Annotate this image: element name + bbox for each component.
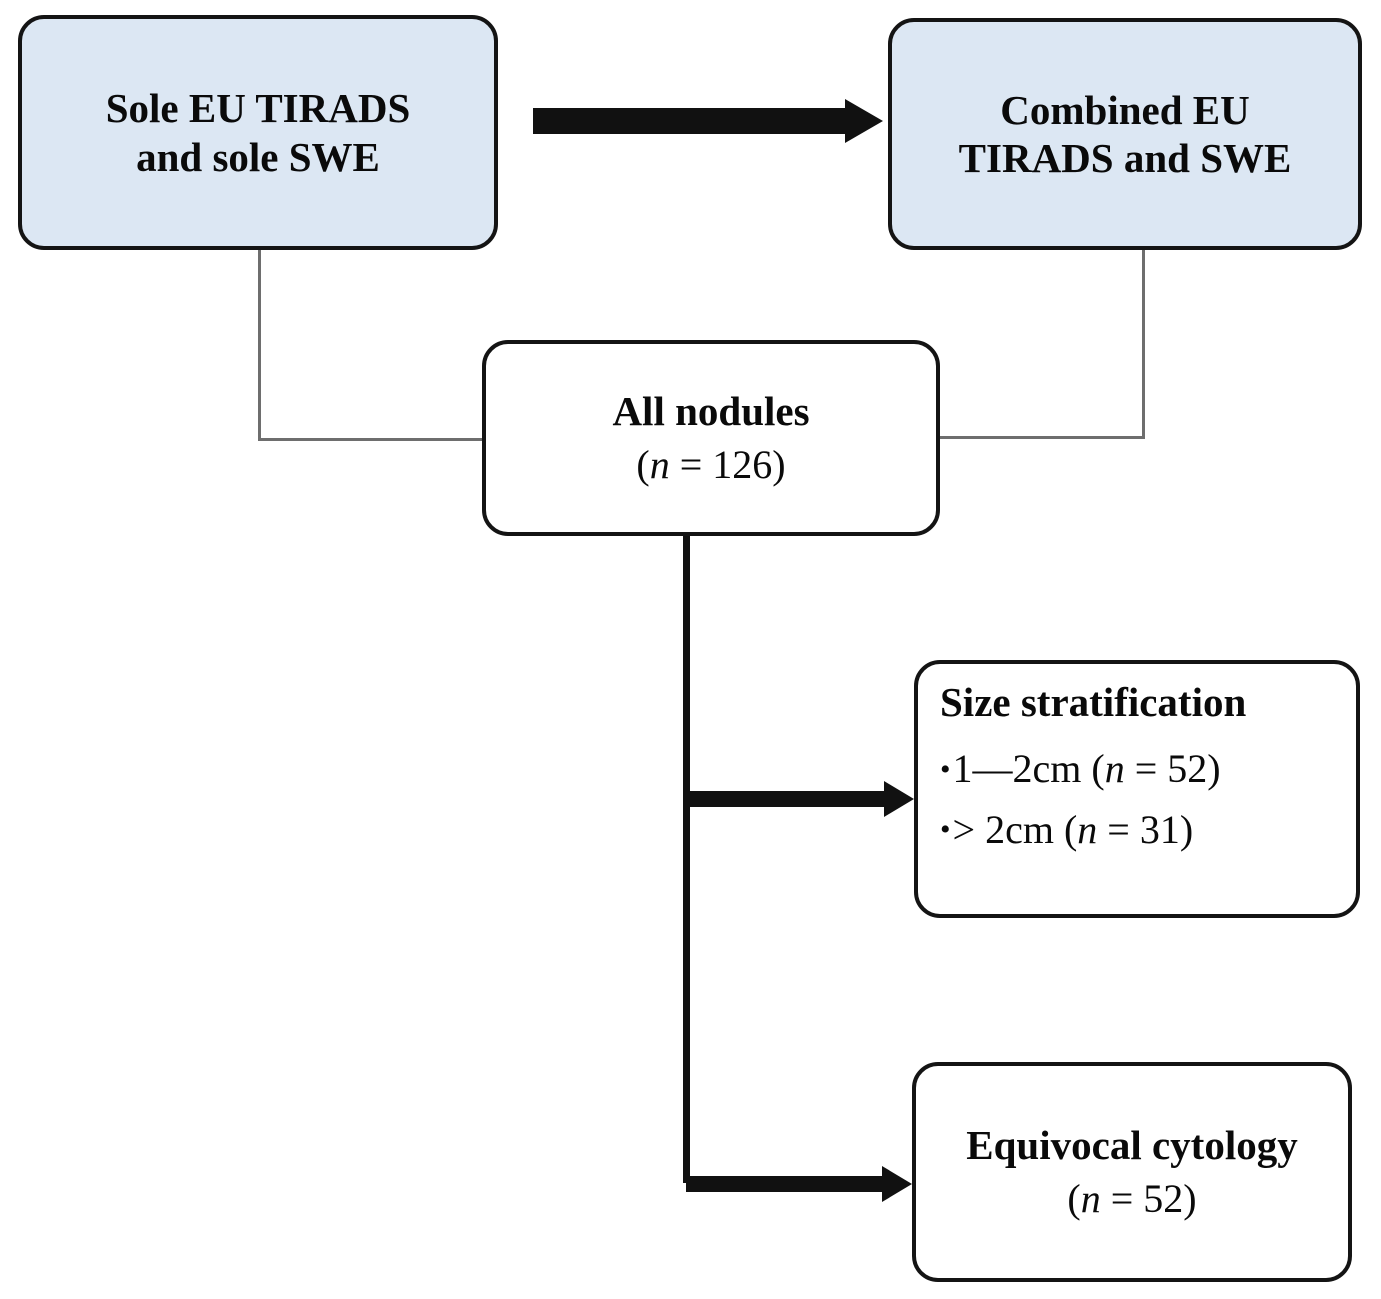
arrow-head-icon [882, 1166, 912, 1202]
node-equivocal-cytology-count: (n = 52) [1067, 1175, 1196, 1223]
node-size-stratification[interactable]: Size stratification •1—2cm (n = 52) •> 2… [914, 660, 1360, 918]
node-sole-label-line2: and sole SWE [136, 133, 380, 180]
count-close-paren: ) [772, 442, 786, 488]
arrow-shaft [533, 108, 850, 134]
node-all-nodules[interactable]: All nodules (n = 126) [482, 340, 940, 536]
count-equals: = [1097, 806, 1140, 852]
count-open-paren: ( [636, 442, 650, 488]
count-variable: n [1104, 746, 1125, 792]
count-open-paren: ( [1091, 746, 1105, 792]
node-sole-eu-tirads-and-sole-swe[interactable]: Sole EU TIRADS and sole SWE [18, 15, 498, 250]
count-close-paren: ) [1183, 1176, 1197, 1222]
count-value: 126 [712, 442, 773, 488]
arrow-head-icon [884, 781, 914, 817]
count-equals: = [1100, 1176, 1144, 1222]
count-open-paren: ( [1067, 1176, 1081, 1222]
node-combined-eu-tirads-and-swe[interactable]: Combined EU TIRADS and SWE [888, 18, 1362, 250]
connector-combined-vertical [1142, 248, 1145, 439]
list-item: •1—2cm (n = 52) [940, 739, 1221, 800]
node-combined-label-line2: TIRADS and SWE [958, 135, 1292, 181]
node-equivocal-cytology-label: Equivocal cytology [966, 1121, 1298, 1168]
count-close-paren: ) [1179, 806, 1194, 852]
connector-all-nodules-trunk [683, 533, 690, 1183]
count-equals: = [1124, 746, 1168, 792]
node-sole-label-line1: Sole EU TIRADS [105, 85, 411, 132]
size-stratification-list: •1—2cm (n = 52) •> 2cm (n = 31) [940, 739, 1221, 861]
count-variable: n [1077, 806, 1098, 852]
count-open-paren: ( [1063, 806, 1078, 852]
bullet-icon: • [940, 813, 951, 847]
count-close-paren: ) [1207, 746, 1221, 792]
count-variable: n [1080, 1176, 1101, 1222]
count-equals: = [669, 442, 713, 488]
node-equivocal-cytology[interactable]: Equivocal cytology (n = 52) [912, 1062, 1352, 1282]
connector-combined-horizontal [934, 436, 1145, 439]
node-all-nodules-label: All nodules [612, 387, 810, 434]
arrow-shaft [686, 1176, 886, 1192]
size-range: > 2cm [952, 806, 1064, 852]
count-value: 52 [1167, 746, 1208, 792]
arrow-shaft [686, 791, 888, 807]
connector-sole-horizontal [258, 438, 488, 441]
arrow-head-icon [845, 99, 883, 143]
list-item: •> 2cm (n = 31) [940, 800, 1221, 861]
size-range: 1—2cm [952, 746, 1092, 792]
bullet-icon: • [940, 752, 951, 786]
node-size-stratification-title: Size stratification [940, 679, 1247, 725]
node-combined-label-line1: Combined EU [1000, 86, 1250, 133]
count-value: 52 [1143, 1176, 1184, 1222]
count-value: 31 [1139, 806, 1180, 852]
connector-sole-vertical [258, 248, 261, 441]
node-all-nodules-count: (n = 126) [636, 441, 785, 489]
count-variable: n [649, 442, 670, 488]
